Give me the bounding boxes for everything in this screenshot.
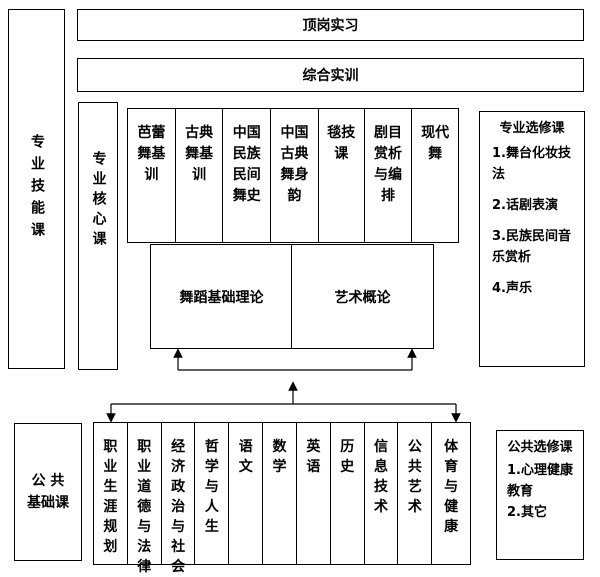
- core-course-5: 剧目赏析与编排: [365, 109, 413, 242]
- professional-skills-box: 专业技能课: [8, 9, 65, 369]
- core-course-row: 芭蕾舞基训古典舞基训中国民族民间舞史中国古典舞身韵毯技课剧目赏析与编排现代舞: [127, 108, 459, 243]
- top-bar-training-label: 综合实训: [302, 68, 359, 84]
- public-course-label: 信息技术: [374, 439, 389, 515]
- public-course-label: 体育与健康: [444, 439, 459, 535]
- core-courses-box: 专业核心课: [78, 102, 118, 370]
- core-course-label: 现代舞: [421, 125, 450, 162]
- core-course-label: 中国古典舞身韵: [280, 125, 309, 204]
- public-course-10: 体育与健康: [432, 423, 470, 564]
- public-elective-item: 2.其它: [507, 505, 547, 520]
- core-courses-label: 专业核心课: [90, 151, 107, 251]
- theory-dance-basics-label: 舞蹈基础理论: [179, 289, 264, 306]
- public-course-6: 英语: [297, 423, 331, 564]
- major-elective-title: 专业选修课: [499, 121, 565, 136]
- top-bar-internship-label: 顶岗实习: [302, 18, 359, 34]
- major-elective-item: 1.舞台化妆技法: [492, 146, 571, 182]
- public-elective-box: 公共选修课 1.心理健康教育 2.其它: [496, 430, 584, 560]
- public-basics-box: 公 共 基础课: [14, 423, 82, 561]
- public-course-4: 语文: [229, 423, 264, 564]
- public-course-label: 历史: [340, 439, 355, 475]
- public-course-label: 职业道德与法律: [137, 439, 152, 575]
- core-course-label: 剧目赏析与编排: [373, 125, 402, 204]
- public-course-label: 英语: [306, 439, 321, 475]
- public-course-5: 数学: [263, 423, 297, 564]
- public-course-label: 数学: [272, 439, 287, 475]
- major-elective-item: 3.民族民间音乐赏析: [492, 229, 571, 265]
- core-course-1: 古典舞基训: [176, 109, 224, 242]
- top-bar-internship: 顶岗实习: [77, 9, 584, 41]
- theory-dance-basics: 舞蹈基础理论: [150, 244, 293, 349]
- public-course-3: 哲学与人生: [195, 423, 230, 564]
- public-course-7: 历史: [331, 423, 365, 564]
- public-course-label: 职业生涯规划: [103, 439, 118, 555]
- core-course-3: 中国古典舞身韵: [271, 109, 319, 242]
- core-course-0: 芭蕾舞基训: [128, 109, 176, 242]
- public-course-row: 职业生涯规划 职业道德与法律 经济政治与社会 哲学与人生 语文数学英语历史 信息技术 公共艺…: [93, 422, 471, 575]
- public-course-8: 信息技术: [365, 423, 399, 564]
- public-course-label: 经济政治与社会: [171, 439, 186, 575]
- core-course-4: 毯技课: [319, 109, 365, 242]
- public-basics-label-line2: 基础课: [27, 495, 69, 511]
- public-course-1: 职业道德与法律: [128, 423, 162, 575]
- public-course-0: 职业生涯规划: [94, 423, 128, 564]
- professional-skills-label: 专业技能课: [29, 134, 45, 244]
- public-course-label: 哲学与人生: [204, 439, 219, 535]
- public-elective-title: 公共选修课: [507, 440, 573, 455]
- major-elective-item: 4.声乐: [492, 281, 532, 296]
- core-course-6: 现代舞: [412, 109, 458, 242]
- public-course-9: 公共艺术: [398, 423, 433, 564]
- core-course-label: 毯技课: [327, 125, 356, 162]
- core-course-label: 古典舞基训: [185, 125, 214, 183]
- core-course-label: 中国民族民间舞史: [232, 125, 261, 204]
- core-course-2: 中国民族民间舞史: [223, 109, 272, 242]
- major-elective-box: 专业选修课 1.舞台化妆技法 2.话剧表演 3.民族民间音乐赏析 4.声乐: [479, 111, 585, 367]
- theory-art-intro: 艺术概论: [291, 244, 434, 349]
- public-elective-item: 1.心理健康教育: [507, 463, 573, 499]
- public-basics-label-line1: 公 共: [31, 473, 65, 489]
- core-course-label: 芭蕾舞基训: [137, 125, 166, 183]
- public-course-2: 经济政治与社会: [162, 423, 196, 575]
- top-bar-training: 综合实训: [77, 58, 584, 92]
- public-course-label: 语文: [238, 439, 253, 475]
- major-elective-item: 2.话剧表演: [492, 198, 558, 213]
- theory-art-intro-label: 艺术概论: [334, 289, 391, 306]
- public-course-label: 公共艺术: [407, 439, 422, 515]
